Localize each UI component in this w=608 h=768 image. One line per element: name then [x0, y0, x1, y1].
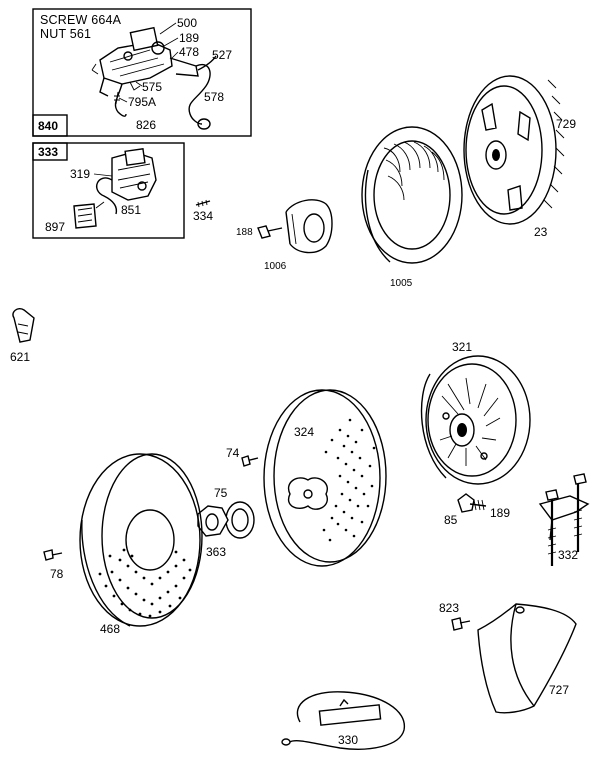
label-897: 897	[45, 220, 65, 234]
part-727-baffle: 727	[477, 603, 577, 714]
label-851: 851	[121, 203, 141, 217]
label-78: 78	[50, 567, 64, 581]
part-1005-blower-housing: 1005	[361, 126, 463, 289]
inset-caption-nut: NUT 561	[40, 27, 91, 41]
label-795a: 795A	[128, 95, 156, 109]
label-1006: 1006	[264, 261, 287, 272]
label-729: 729	[556, 117, 576, 131]
part-188-bolt: 188	[236, 225, 283, 239]
part-330-wire-assembly: 330	[281, 691, 405, 750]
label-478: 478	[179, 45, 199, 59]
label-321: 321	[452, 340, 472, 354]
label-621: 621	[10, 350, 30, 364]
label-826: 826	[136, 118, 156, 132]
part-74-screw: 74	[226, 446, 259, 467]
label-527: 527	[212, 48, 232, 62]
label-85: 85	[444, 513, 458, 527]
label-23: 23	[534, 225, 548, 239]
part-78-screw: 78	[43, 549, 64, 581]
box-number-333: 333	[38, 145, 58, 159]
label-332: 363	[206, 545, 226, 559]
label-75: 75	[214, 486, 228, 500]
inset-box-840: 840 SCREW 664A NUT 561 500 189	[32, 8, 252, 137]
inset-box-333: 333 319 851 897	[32, 142, 185, 239]
part-363-bracket: 332	[538, 473, 590, 566]
label-468: 468	[100, 622, 120, 636]
box-number-840: 840	[38, 119, 58, 133]
part-334-screw: 334	[193, 199, 213, 223]
label-1005: 1005	[390, 278, 413, 289]
part-468-guard: 468	[79, 453, 203, 636]
label-189: 189	[179, 31, 199, 45]
label-363: 332	[558, 548, 578, 562]
part-23-flywheel: 729 23	[463, 75, 576, 239]
label-324: 324	[294, 425, 314, 439]
part-321-fan: 321	[420, 340, 531, 485]
inset-caption-screw: SCREW 664A	[40, 13, 122, 27]
part-1006-shroud: 1006	[264, 199, 333, 272]
label-823: 823	[439, 601, 459, 615]
label-330: 330	[338, 733, 358, 747]
label-575: 575	[142, 80, 162, 94]
label-319: 319	[70, 167, 90, 181]
part-324-rotating-screen: 324	[263, 389, 387, 567]
label-578: 578	[204, 90, 224, 104]
label-74: 74	[226, 446, 240, 460]
label-188: 188	[236, 227, 253, 238]
label-500: 500	[177, 16, 197, 30]
part-823-screw: 823	[439, 601, 471, 631]
part-85-189-fasteners: 85 189	[444, 493, 510, 527]
label-334: 334	[193, 209, 213, 223]
label-727: 727	[549, 683, 569, 697]
part-332-nut: 363	[197, 505, 229, 559]
guard-perforation-pattern	[98, 548, 192, 618]
ignition-armature-drawing	[91, 26, 217, 130]
screen-perforation-pattern	[322, 418, 376, 542]
label-189-mid: 189	[490, 506, 510, 520]
armature-inset-drawing	[73, 148, 157, 229]
part-621-clip: 621	[10, 308, 35, 364]
